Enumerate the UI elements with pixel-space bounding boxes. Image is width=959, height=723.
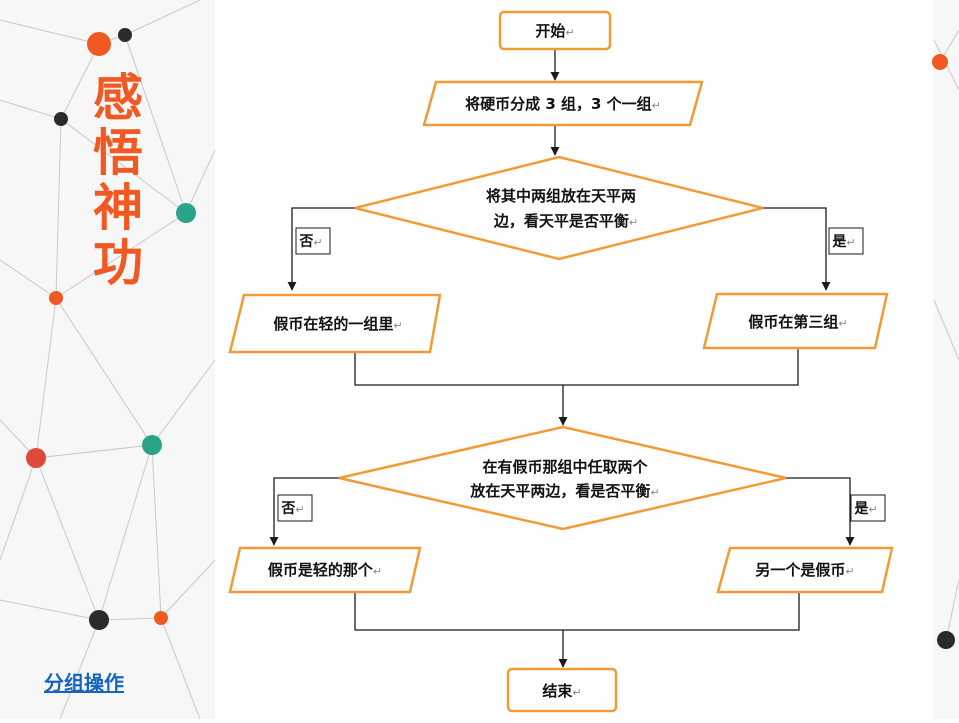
svg-text:另一个是假币↵: 另一个是假币↵	[755, 561, 854, 579]
svg-text:假币在轻的一组里↵: 假币在轻的一组里↵	[273, 315, 402, 333]
svg-text:边，看天平是否平衡↵: 边，看天平是否平衡↵	[493, 212, 638, 230]
decision1-line1: 将其中两组放在天平两	[486, 187, 636, 205]
result-light-group: 假币在轻的一组里↵	[228, 293, 442, 354]
decision1-line2: 边，看天平是否平衡	[493, 212, 629, 230]
svg-text:结束↵: 结束↵	[542, 682, 581, 700]
decision-weigh-two-coins: 在有假币那组中任取两个 放在天平两边，看是否平衡↵	[338, 425, 787, 531]
result2-no-label: 假币是轻的那个	[268, 561, 374, 579]
result1-yes-label: 假币在第三组	[748, 313, 838, 331]
svg-text:否↵: 否↵	[298, 234, 322, 250]
svg-text:假币在第三组↵: 假币在第三组↵	[748, 313, 847, 331]
title-char-3: 神	[93, 179, 143, 237]
result-other-coin: 另一个是假币↵	[716, 546, 894, 594]
title-char-4: 功	[93, 234, 143, 292]
vertical-title: 感 悟 神 功	[93, 69, 143, 292]
start-label: 开始	[535, 22, 565, 40]
left-network-decoration	[0, 0, 216, 720]
flow-connectors	[269, 50, 855, 668]
result-light-coin: 假币是轻的那个↵	[228, 546, 422, 594]
decision2-line2: 放在天平两边，看是否平衡	[469, 482, 650, 500]
d2-yes-label: 是↵	[850, 494, 886, 522]
end-node: 结束↵	[506, 667, 618, 713]
decision-weigh-two-groups: 将其中两组放在天平两 边，看天平是否平衡↵	[354, 155, 764, 261]
group-operation-link[interactable]: 分组操作	[44, 671, 124, 695]
svg-text:开始↵: 开始↵	[535, 22, 574, 40]
result2-yes-label: 另一个是假币	[755, 561, 845, 579]
d1-no-label: 否↵	[295, 227, 331, 255]
d1-yes-label: 是↵	[828, 227, 864, 255]
split-groups-label: 将硬币分成 3 组，3 个一组	[465, 95, 652, 113]
result-third-group: 假币在第三组↵	[702, 292, 889, 350]
svg-text:放在天平两边，看是否平衡↵: 放在天平两边，看是否平衡↵	[469, 482, 659, 500]
result1-no-label: 假币在轻的一组里	[273, 315, 393, 333]
title-char-2: 悟	[93, 124, 143, 182]
title-char-1: 感	[93, 69, 143, 127]
start-node: 开始↵	[498, 10, 612, 51]
svg-text:是↵: 是↵	[832, 234, 855, 250]
svg-text:否↵: 否↵	[280, 501, 304, 517]
split-groups-step: 将硬币分成 3 组，3 个一组↵	[422, 80, 704, 127]
d2-no-label: 否↵	[277, 494, 313, 522]
svg-text:假币是轻的那个↵: 假币是轻的那个↵	[268, 561, 382, 579]
decision2-line1: 在有假币那组中任取两个	[482, 458, 648, 476]
end-label: 结束	[542, 682, 573, 700]
right-network-decoration	[932, 0, 959, 719]
svg-text:将硬币分成 3 组，3 个一组↵: 将硬币分成 3 组，3 个一组↵	[465, 95, 661, 113]
svg-text:是↵: 是↵	[854, 501, 877, 517]
